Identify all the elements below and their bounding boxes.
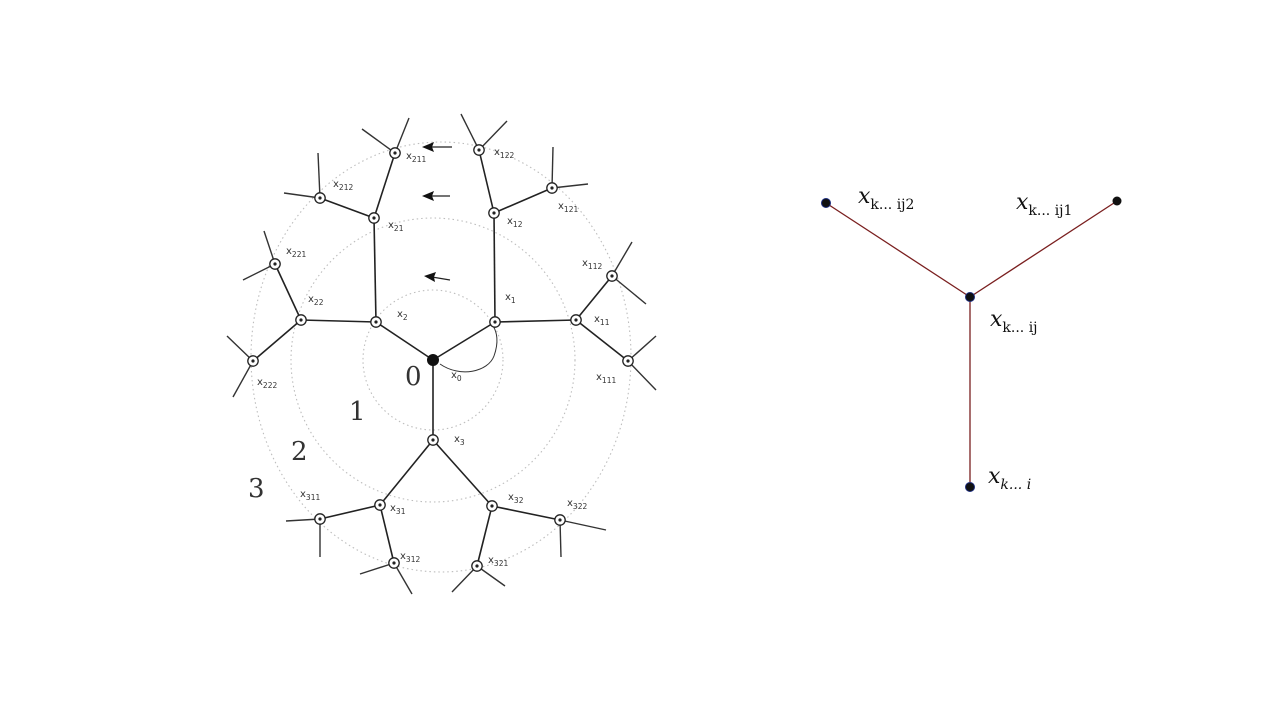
ring-1	[362, 289, 504, 431]
label-x212: x212	[333, 179, 353, 192]
ring-label-3: 3	[248, 474, 265, 504]
node-x32	[486, 500, 498, 512]
label-x312: x312	[400, 551, 420, 564]
node-x121	[546, 182, 558, 194]
ring-2	[290, 217, 576, 503]
node-x222	[247, 355, 259, 367]
label-x11: x11	[594, 314, 610, 327]
node-x31	[374, 499, 386, 511]
label-x32: x32	[508, 492, 524, 505]
node-x221	[269, 258, 281, 270]
ring-label-1: 1	[349, 397, 366, 427]
node-x122	[473, 144, 485, 156]
node-x211	[389, 147, 401, 159]
node-x21	[368, 212, 380, 224]
label-x22: x22	[308, 294, 324, 307]
edge-to-ij2	[825, 202, 971, 298]
label-x321: x321	[488, 555, 508, 568]
label-x3: x3	[454, 434, 465, 447]
node-x11	[570, 314, 582, 326]
node-x2	[370, 316, 382, 328]
node-ij	[965, 292, 975, 302]
root-node	[427, 354, 439, 366]
root-label: 0	[405, 362, 422, 392]
angle-arc	[439, 325, 498, 373]
label-ij: xk... ij	[990, 307, 1038, 336]
node-ij1	[1112, 196, 1122, 206]
node-x12	[488, 207, 500, 219]
label-x21: x21	[388, 220, 404, 233]
label-ij1: xk... ij1	[1016, 190, 1072, 219]
node-x22	[295, 314, 307, 326]
node-x3	[427, 434, 439, 446]
label-x121: x121	[558, 201, 578, 214]
label-x211: x211	[406, 151, 426, 164]
rotation-arrows	[422, 142, 452, 282]
tree-edges	[252, 149, 629, 567]
label-x222: x222	[257, 377, 277, 390]
outer-stubs	[226, 113, 657, 595]
cayley-tree-diagram: 0 1 2 3 x0 x1 x2 x3 x11 x12 x21 x22 x31 …	[226, 113, 657, 595]
label-x311: x311	[300, 489, 320, 502]
node-x1	[489, 316, 501, 328]
label-x1: x1	[505, 292, 516, 305]
node-x311	[314, 513, 326, 525]
ring-label-2: 2	[291, 437, 308, 467]
label-x122: x122	[494, 147, 514, 160]
nodes	[247, 144, 634, 572]
label-x112: x112	[582, 258, 602, 271]
label-x2: x2	[397, 309, 408, 322]
node-x321	[471, 560, 483, 572]
node-x111	[622, 355, 634, 367]
node-x312	[388, 557, 400, 569]
node-labels: x0 x1 x2 x3 x11 x12 x21 x22 x31 x32 x111…	[257, 147, 616, 568]
label-x31: x31	[390, 503, 406, 516]
label-x12: x12	[507, 216, 523, 229]
label-x221: x221	[286, 246, 306, 259]
branch-diagram: xk... ij2 xk... ij1 xk... ij xk... i	[821, 184, 1122, 493]
node-x112	[606, 270, 618, 282]
label-ij2: xk... ij2	[858, 184, 914, 213]
label-x111: x111	[596, 372, 616, 385]
node-x322	[554, 514, 566, 526]
node-x212	[314, 192, 326, 204]
label-i: xk... i	[988, 464, 1031, 493]
edge-to-ij1	[969, 200, 1118, 298]
node-i	[965, 482, 975, 492]
node-ij2	[821, 198, 831, 208]
label-x322: x322	[567, 498, 587, 511]
label-x0: x0	[451, 370, 462, 383]
